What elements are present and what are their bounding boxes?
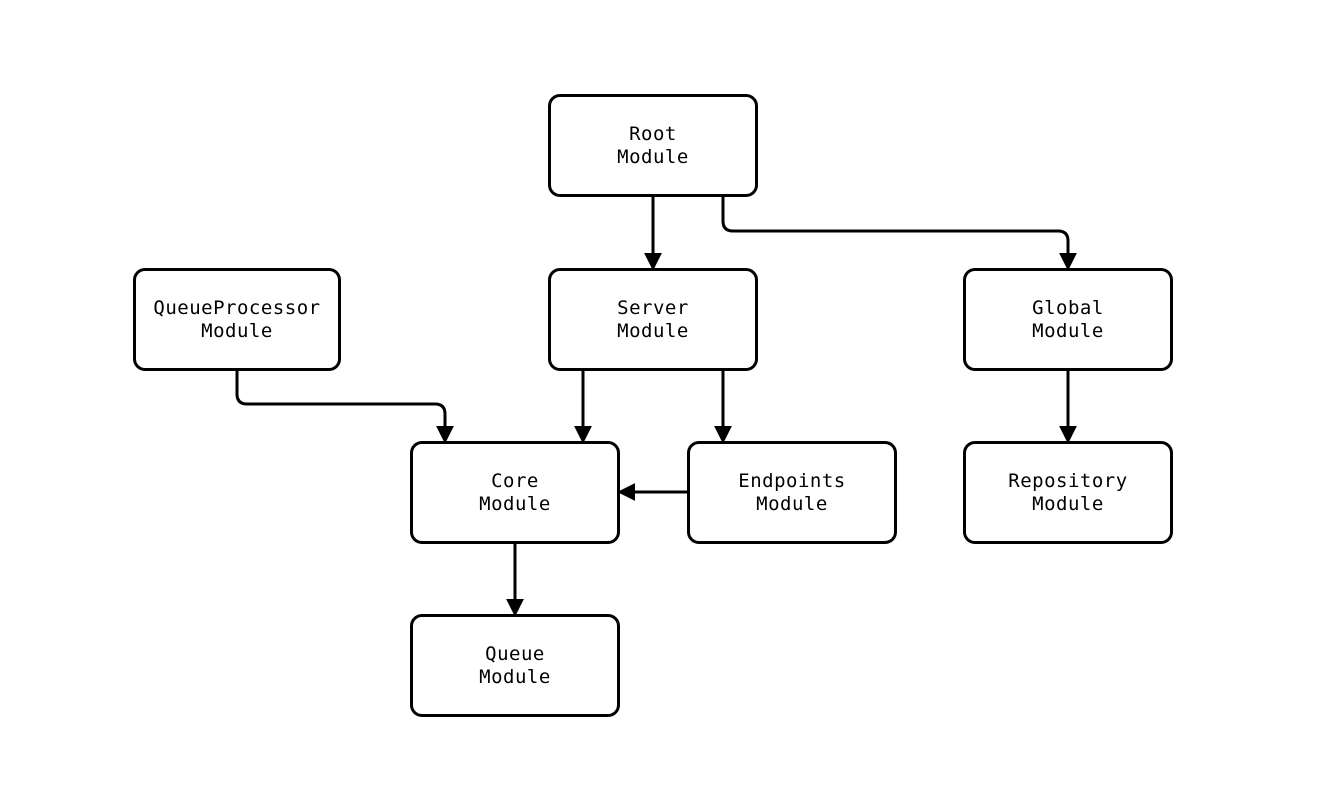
node-global-name: Global [1032, 296, 1104, 319]
node-repository-name: Repository [1008, 469, 1128, 492]
node-queue-suffix: Module [479, 665, 551, 688]
node-core-name: Core [491, 469, 539, 492]
node-endpoints-name: Endpoints [738, 469, 846, 492]
node-endpoints-suffix: Module [756, 492, 828, 515]
node-queue[interactable]: Queue Module [410, 614, 620, 717]
node-server-suffix: Module [617, 319, 689, 342]
node-queueprocessor-suffix: Module [201, 319, 273, 342]
node-root[interactable]: Root Module [548, 94, 758, 197]
node-queueprocessor-name: QueueProcessor [153, 296, 321, 319]
node-core-suffix: Module [479, 492, 551, 515]
node-queueprocessor[interactable]: QueueProcessor Module [133, 268, 341, 371]
node-server[interactable]: Server Module [548, 268, 758, 371]
node-server-name: Server [617, 296, 689, 319]
node-global-suffix: Module [1032, 319, 1104, 342]
edge-root-global [721, 197, 1077, 271]
node-repository-suffix: Module [1032, 492, 1104, 515]
node-endpoints[interactable]: Endpoints Module [687, 441, 897, 544]
node-queue-name: Queue [485, 642, 545, 665]
node-global[interactable]: Global Module [963, 268, 1173, 371]
node-repository[interactable]: Repository Module [963, 441, 1173, 544]
edge-queueprocessor-core [235, 371, 454, 444]
node-core[interactable]: Core Module [410, 441, 620, 544]
node-root-suffix: Module [617, 145, 689, 168]
node-root-name: Root [629, 122, 677, 145]
